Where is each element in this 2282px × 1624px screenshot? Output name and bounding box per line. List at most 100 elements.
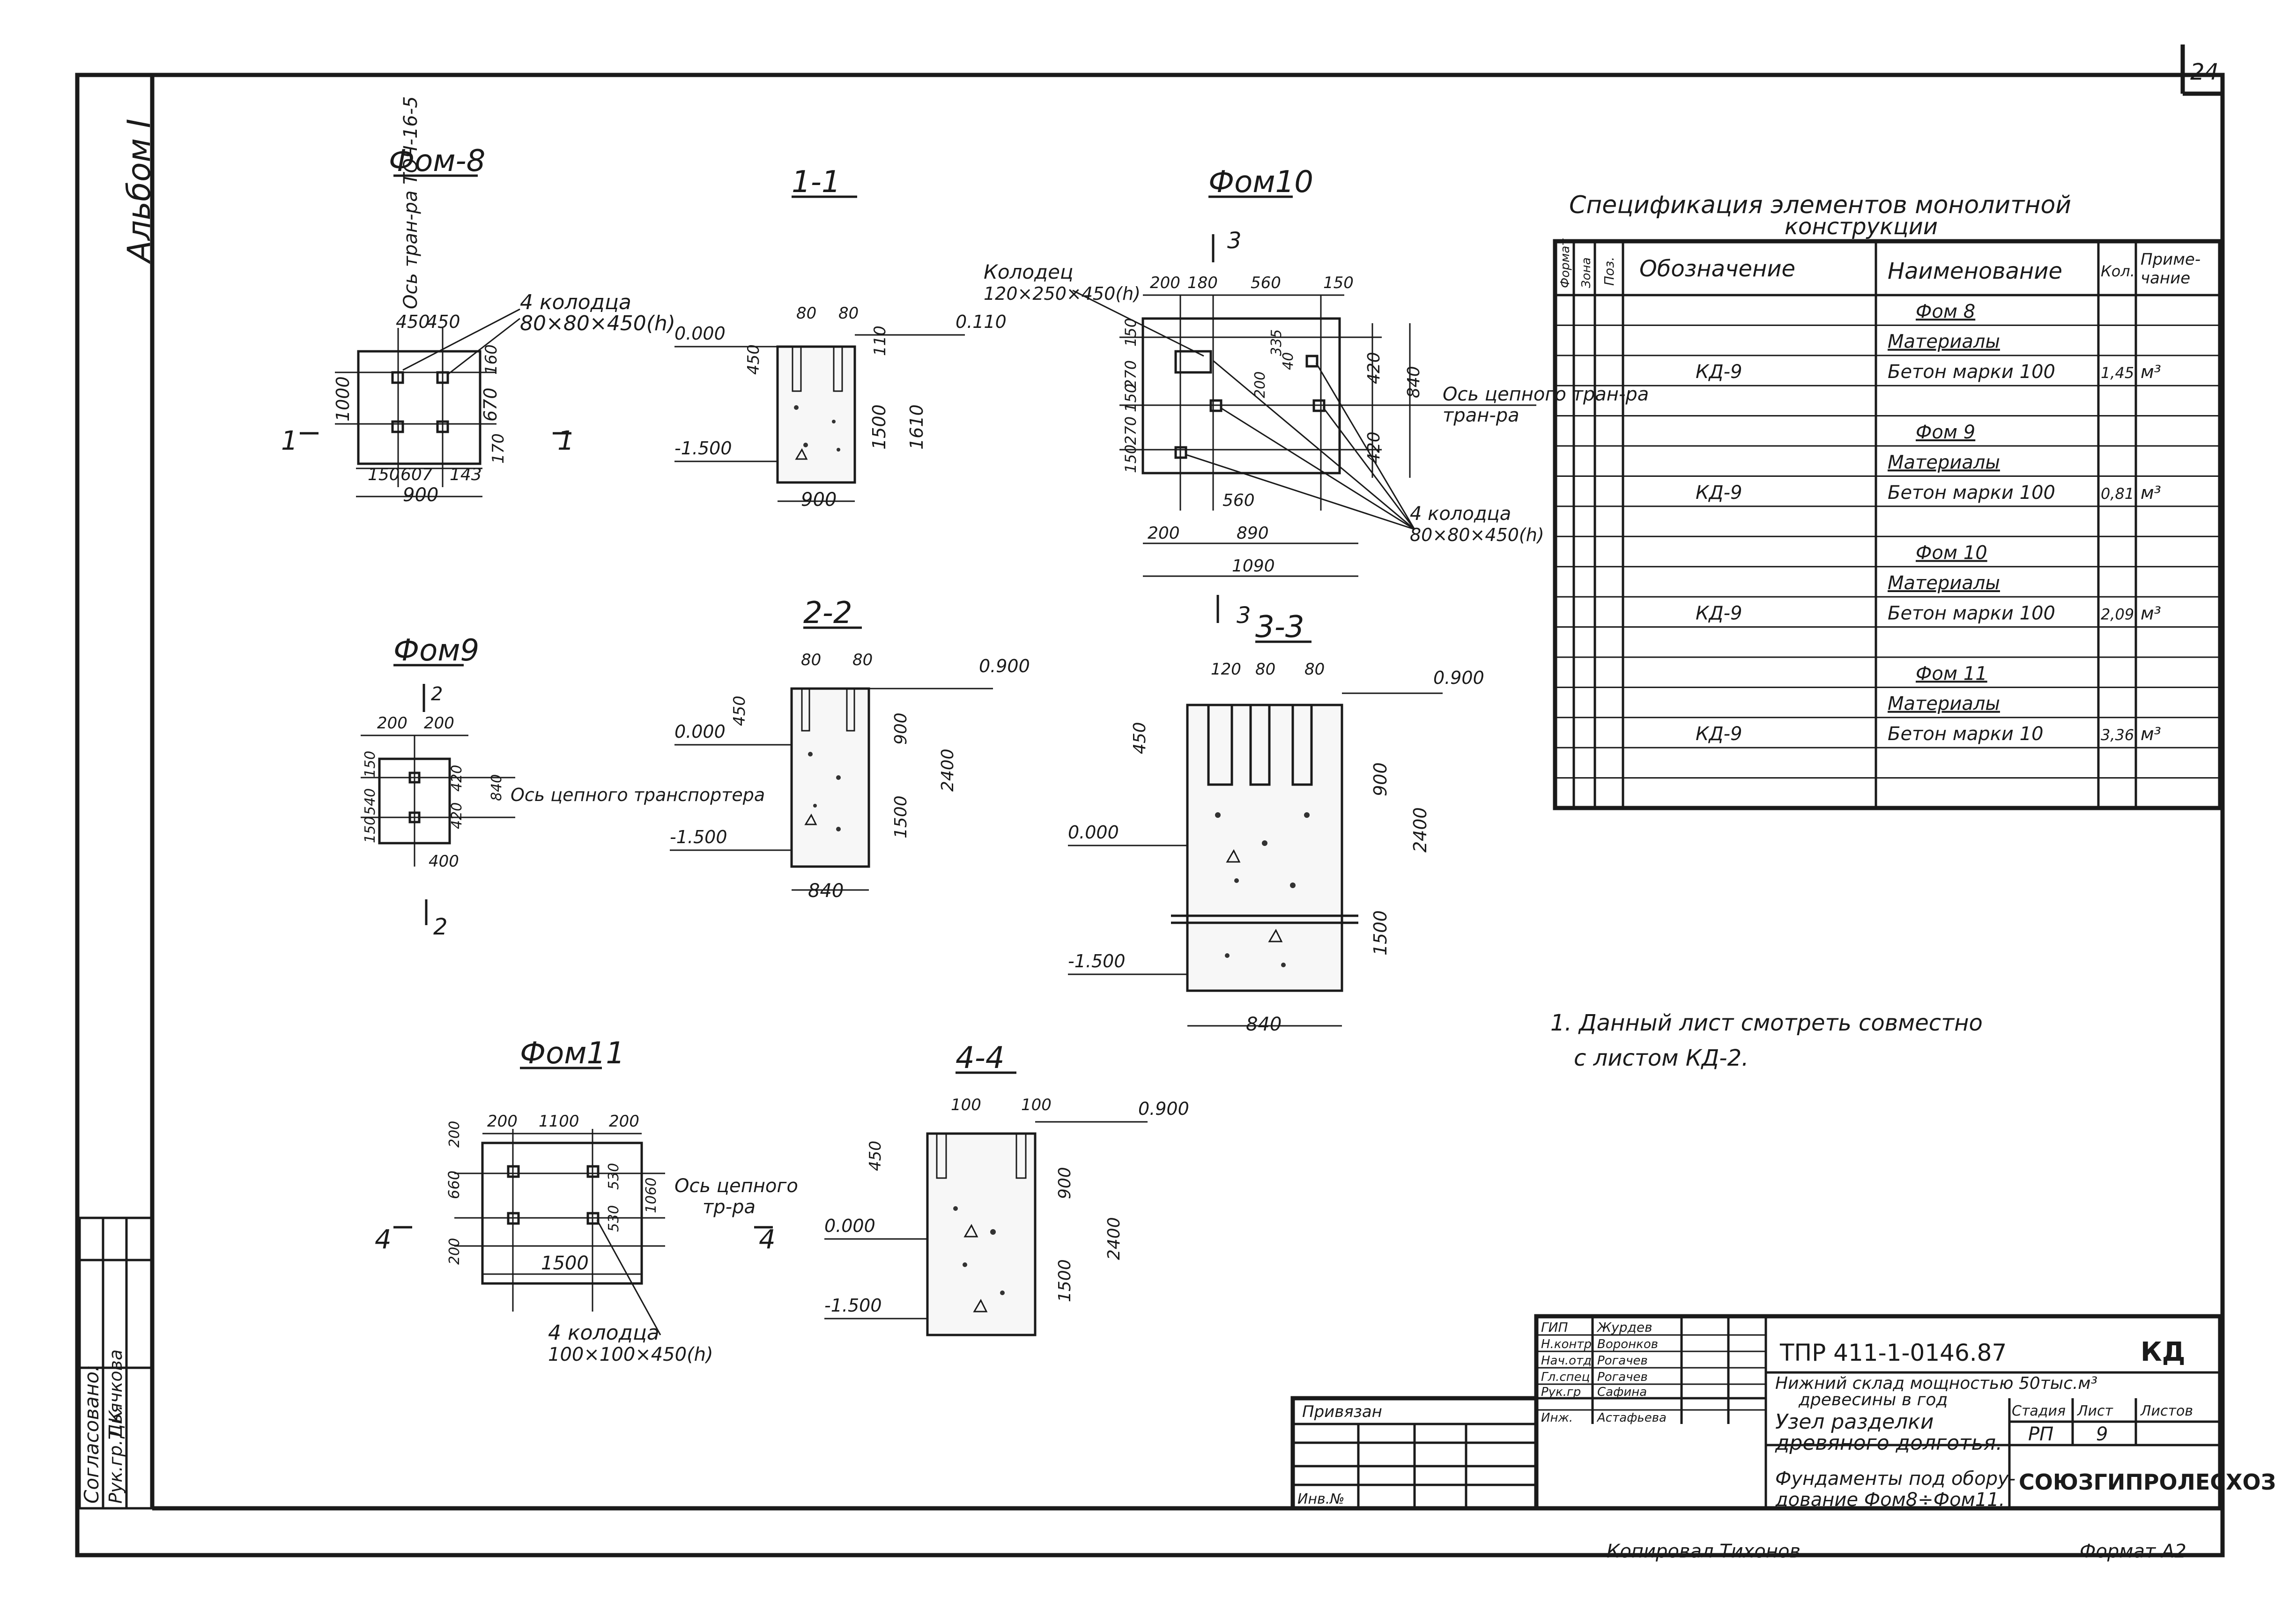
svg-text:1500: 1500: [1370, 910, 1391, 956]
svg-text:-1.500: -1.500: [824, 1295, 882, 1316]
spec-cell-designation: КД-9: [1696, 723, 1742, 745]
svg-text:450: 450: [1130, 722, 1149, 754]
svg-text:560: 560: [1251, 274, 1281, 292]
svg-text:530: 530: [606, 1163, 622, 1190]
doc-mark: КД: [2141, 1337, 2186, 1367]
spec-cell-designation: КД-9: [1696, 602, 1742, 624]
svg-text:150: 150: [1122, 384, 1140, 412]
svg-text:-1.500: -1.500: [1068, 951, 1126, 971]
sheet-number: 24: [2190, 59, 2219, 85]
svg-text:670: 670: [480, 387, 501, 422]
svg-text:Согласовано:: Согласовано:: [80, 1365, 103, 1504]
svg-text:Приме-: Приме-: [2141, 250, 2200, 269]
svg-text:1500: 1500: [1055, 1259, 1074, 1302]
svg-text:160: 160: [482, 344, 501, 375]
svg-text:0.110: 0.110: [956, 311, 1007, 332]
svg-text:Обозначение: Обозначение: [1639, 256, 1795, 282]
sec44-title: 4-4: [956, 1041, 1005, 1075]
sec22-concrete: [790, 687, 870, 868]
svg-text:110: 110: [871, 326, 889, 356]
note-line-1: 1. Данный лист смотреть совместно: [1550, 1010, 1983, 1036]
fom10-title: Фом10: [1208, 165, 1313, 200]
fom10-axis-label: Ось цепного тран-ра: [1443, 384, 1649, 405]
fom8-well: [391, 371, 404, 384]
fom11-title: Фом11: [520, 1036, 625, 1071]
sec33-pocket: [1249, 704, 1271, 786]
svg-text:1000: 1000: [333, 376, 353, 422]
fom9-section-mark-bottom: 2: [433, 914, 448, 940]
svg-text:Нижний склад мощностью 50тыс.м: Нижний склад мощностью 50тыс.м³: [1775, 1374, 2097, 1393]
spec-cell-name: Бетон марки 10: [1888, 723, 2044, 745]
svg-text:120: 120: [1211, 660, 1241, 679]
svg-text:Стадия: Стадия: [2012, 1403, 2066, 1419]
spec-cell-name: Бетон марки 100: [1888, 602, 2055, 624]
spec-cell-name: Материалы: [1888, 452, 2000, 473]
svg-text:40: 40: [1280, 352, 1297, 370]
sec22-pocket: [846, 688, 855, 732]
svg-text:0.000: 0.000: [824, 1216, 875, 1236]
svg-text:0.000: 0.000: [674, 721, 726, 742]
svg-text:1500: 1500: [891, 795, 911, 838]
spec-cell-designation: КД-9: [1696, 482, 1742, 504]
svg-text:560: 560: [1222, 491, 1255, 510]
spec-cell-qty: 2,09: [2101, 605, 2134, 623]
svg-text:180: 180: [1187, 274, 1218, 292]
view-fom10: Фом10 3 Колодец 120×250×450(h) 200 180 5…: [984, 165, 1649, 629]
fom10-section-mark: 3: [1227, 228, 1242, 254]
svg-text:Воронков: Воронков: [1597, 1337, 1658, 1351]
fom9-well: [408, 811, 421, 823]
svg-text:-1.500: -1.500: [674, 438, 732, 459]
svg-text:450: 450: [426, 311, 460, 332]
spec-cell-name: Фом 9: [1916, 422, 1975, 443]
svg-text:2400: 2400: [1410, 807, 1430, 853]
fom10-pit-size: 120×250×450(h): [984, 283, 1141, 304]
fom10-well: [1174, 446, 1187, 459]
sec11-title: 1-1: [792, 165, 841, 200]
view-fom8: Фом-8 Ось тран-ра ТОЧ-16-5 4 колодца 80×…: [281, 96, 675, 506]
view-section-1-1: 1-1 0.000 -1.500 0.110 80 80 450 110 150…: [674, 165, 1007, 511]
sec44-concrete: [926, 1132, 1037, 1336]
view-fom11: Фом11 200 1100 200 200 660 530 530 1060 …: [375, 1036, 798, 1365]
sec22-pocket: [801, 688, 810, 732]
spec-cell-name: Фом 10: [1916, 542, 1987, 564]
fom8-wells-size: 80×80×450(h): [520, 311, 675, 335]
spec-cell-note: м³: [2141, 362, 2161, 382]
svg-text:420: 420: [1364, 431, 1384, 464]
svg-text:80: 80: [852, 651, 873, 669]
svg-text:840: 840: [489, 774, 505, 801]
spec-title-2: конструкции: [1785, 214, 1938, 240]
fom11-well: [507, 1212, 520, 1225]
copied-by: Копировал Тихонов: [1607, 1541, 1800, 1562]
svg-text:450: 450: [730, 696, 749, 726]
svg-text:1610: 1610: [906, 404, 927, 450]
svg-text:200: 200: [487, 1112, 518, 1131]
doc-code: ТПР 411-1-0146.87: [1779, 1339, 2007, 1366]
fom8-title: Фом-8: [389, 144, 485, 178]
svg-text:840: 840: [1404, 366, 1423, 398]
svg-text:Н.контр: Н.контр: [1541, 1337, 1592, 1351]
svg-text:Сафина: Сафина: [1597, 1385, 1647, 1399]
svg-text:дование Фом8÷Фом11.: дование Фом8÷Фом11.: [1775, 1489, 2005, 1511]
spec-table: Спецификация элементов монолитной констр…: [1553, 191, 2223, 810]
svg-text:200: 200: [377, 714, 408, 733]
spec-cell-name: Бетон марки 100: [1888, 361, 2055, 383]
fom11-well: [507, 1165, 520, 1178]
sec33-pocket: [1291, 704, 1313, 786]
svg-text:840: 840: [1246, 1014, 1282, 1035]
spec-cell-note: м³: [2141, 603, 2161, 623]
svg-text:Журдев: Журдев: [1596, 1320, 1652, 1335]
fom11-well: [586, 1165, 600, 1178]
svg-text:150: 150: [362, 816, 378, 843]
fom10-well: [1312, 399, 1326, 412]
svg-text:1090: 1090: [1232, 556, 1275, 576]
svg-text:80: 80: [796, 304, 816, 323]
svg-text:0.900: 0.900: [1433, 667, 1484, 688]
svg-text:150: 150: [1323, 274, 1354, 292]
svg-text:270: 270: [1122, 416, 1140, 445]
svg-text:80: 80: [838, 304, 859, 323]
fom8-well: [391, 420, 404, 433]
svg-text:-1.500: -1.500: [670, 827, 727, 847]
sec11-concrete: [776, 345, 856, 484]
svg-text:420: 420: [449, 765, 465, 792]
side-stamp: Согласовано: Рук.гр.Т.К. Дьячкова: [78, 1216, 154, 1510]
